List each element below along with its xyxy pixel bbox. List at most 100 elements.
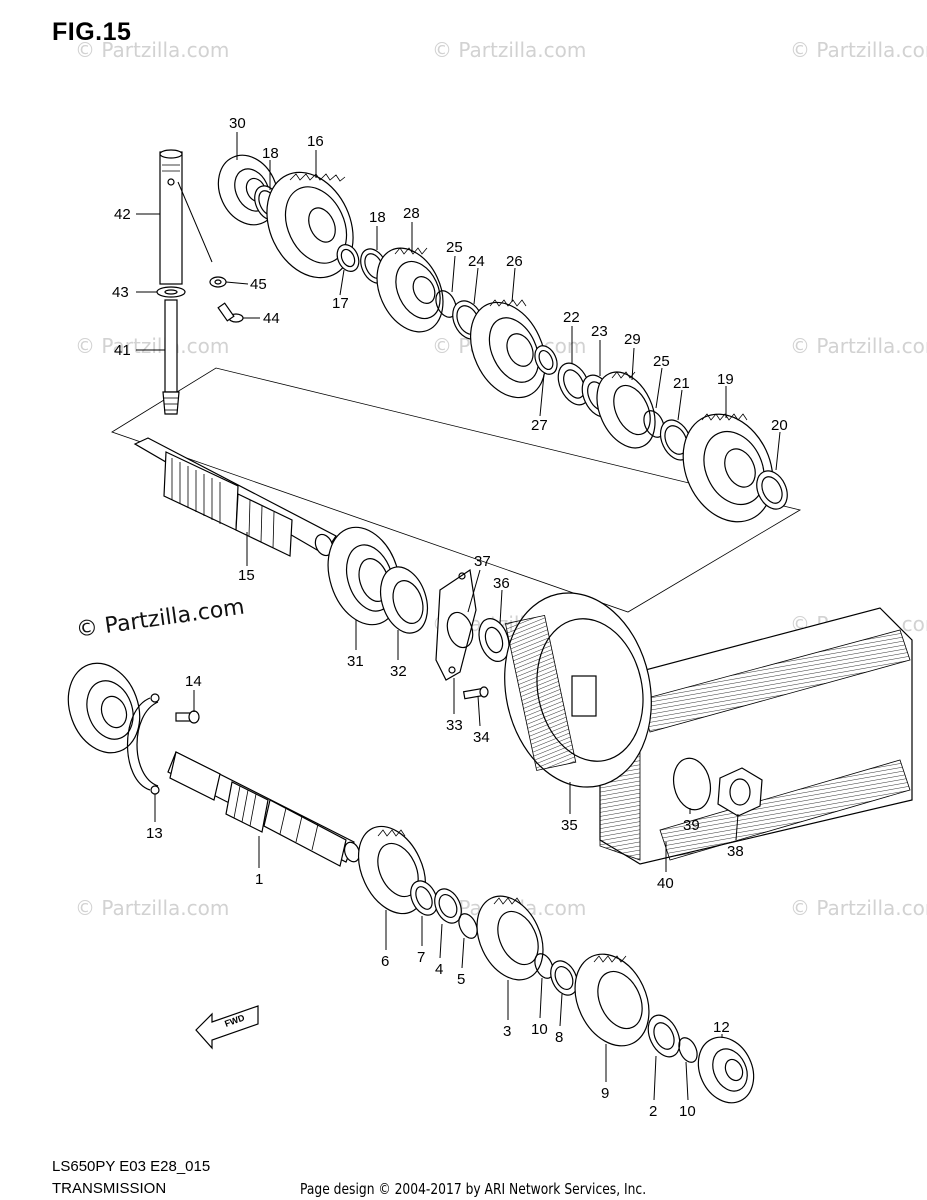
callout-30: 30 xyxy=(229,115,246,132)
part-9-gear xyxy=(574,953,650,1047)
part-20-bearing xyxy=(756,470,788,510)
callout-17: 17 xyxy=(332,295,349,312)
part-39-washer xyxy=(672,757,712,811)
part-44-bolt xyxy=(217,302,244,323)
callout-41: 41 xyxy=(114,342,131,359)
part-41-shaft xyxy=(162,299,180,415)
callout-34: 34 xyxy=(473,729,490,746)
callout-19: 19 xyxy=(717,371,734,388)
callout-27: 27 xyxy=(531,417,548,434)
callout-6: 6 xyxy=(381,953,389,970)
callout-29: 29 xyxy=(624,331,641,348)
part-10-circlip-2 xyxy=(678,1037,698,1063)
callout-42: 42 xyxy=(114,206,131,223)
callout-26: 26 xyxy=(506,253,523,270)
callout-8: 8 xyxy=(555,1029,563,1046)
callout-14: 14 xyxy=(185,673,202,690)
callout-10: 10 xyxy=(679,1103,696,1120)
part-14-bolt xyxy=(175,710,200,724)
callout-24: 24 xyxy=(468,253,485,270)
watermark: © Partzilla.com xyxy=(790,896,927,920)
callout-28: 28 xyxy=(403,205,420,222)
callout-10: 10 xyxy=(531,1021,548,1038)
part-26-gear xyxy=(470,299,546,399)
watermark: © Partzilla.com xyxy=(75,896,230,920)
part-10-circlip xyxy=(534,953,554,979)
part-16-gear xyxy=(266,171,354,279)
callout-40: 40 xyxy=(657,875,674,892)
callout-31: 31 xyxy=(347,653,364,670)
callout-18: 18 xyxy=(369,209,386,226)
callout-3: 3 xyxy=(503,1023,511,1040)
part-8-washer xyxy=(550,960,578,996)
part-29-gear xyxy=(596,371,656,449)
part-42-shaft xyxy=(159,149,183,285)
watermark: © Partzilla.com xyxy=(75,334,230,358)
watermark: © Partzilla.com xyxy=(432,38,587,62)
part-3-gear xyxy=(476,895,544,981)
callout-9: 9 xyxy=(601,1085,609,1102)
part-25-circlip-2 xyxy=(643,410,665,438)
part-25-circlip xyxy=(435,290,457,318)
part-17-bushing xyxy=(336,244,360,272)
callout-18: 18 xyxy=(262,145,279,162)
part-27-bushing xyxy=(534,345,558,375)
callout-25: 25 xyxy=(653,353,670,370)
callout-45: 45 xyxy=(250,276,267,293)
callout-23: 23 xyxy=(591,323,608,340)
callout-36: 36 xyxy=(493,575,510,592)
callout-2: 2 xyxy=(649,1103,657,1120)
part-43-washer xyxy=(156,286,186,298)
part-35-sprocket xyxy=(504,592,652,788)
part-15-countershaft xyxy=(133,437,337,557)
callout-22: 22 xyxy=(563,309,580,326)
callout-7: 7 xyxy=(417,949,425,966)
callout-21: 21 xyxy=(673,375,690,392)
part-34-bolt xyxy=(462,686,489,700)
part-12-bearing xyxy=(697,1036,755,1104)
callouts: 30 18 16 18 28 25 24 26 17 22 23 29 25 2… xyxy=(112,115,788,1120)
fwd-arrow-icon: FWD xyxy=(195,1005,259,1050)
part-38-nut xyxy=(717,767,763,817)
part-7-bushing xyxy=(410,880,438,916)
callout-39: 39 xyxy=(683,817,700,834)
callout-20: 20 xyxy=(771,417,788,434)
callout-25: 25 xyxy=(446,239,463,256)
part-19-gear xyxy=(682,413,774,523)
part-40-belt xyxy=(599,607,913,865)
part-22-washer xyxy=(557,362,591,406)
callout-33: 33 xyxy=(446,717,463,734)
part-6-gear xyxy=(357,825,427,915)
callout-15: 15 xyxy=(238,567,255,584)
copyright-text: Page design © 2004-2017 by ARI Network S… xyxy=(300,1180,647,1198)
callout-38: 38 xyxy=(727,843,744,860)
watermark: © Partzilla.com xyxy=(75,38,230,62)
callout-37: 37 xyxy=(474,553,491,570)
figure-title: FIG.15 xyxy=(52,18,132,46)
part-28-gear xyxy=(376,247,444,333)
part-32-seal xyxy=(379,566,429,634)
callout-1: 1 xyxy=(255,871,263,888)
callout-16: 16 xyxy=(307,133,324,150)
callout-44: 44 xyxy=(263,310,280,327)
leader-lines xyxy=(136,132,781,1101)
part-36-spacer xyxy=(478,618,510,662)
callout-4: 4 xyxy=(435,961,443,978)
part-45-washer xyxy=(209,276,227,288)
part-5-circlip xyxy=(458,913,478,939)
part-37-ring xyxy=(446,611,474,649)
part-4-washer xyxy=(434,888,462,924)
assembly-frame xyxy=(111,367,802,613)
callout-35: 35 xyxy=(561,817,578,834)
callout-5: 5 xyxy=(457,971,465,988)
part-33-plate xyxy=(435,568,477,681)
watermark: © Partzilla.com xyxy=(790,334,927,358)
callout-12: 12 xyxy=(713,1019,730,1036)
model-code: LS650PY E03 E28_015 xyxy=(52,1158,211,1175)
section-name: TRANSMISSION xyxy=(52,1180,167,1197)
watermark: © Partzilla.com xyxy=(790,38,927,62)
part-2-bushing xyxy=(647,1014,681,1058)
part-1-mainshaft xyxy=(167,751,361,867)
callout-32: 32 xyxy=(390,663,407,680)
callout-13: 13 xyxy=(146,825,163,842)
